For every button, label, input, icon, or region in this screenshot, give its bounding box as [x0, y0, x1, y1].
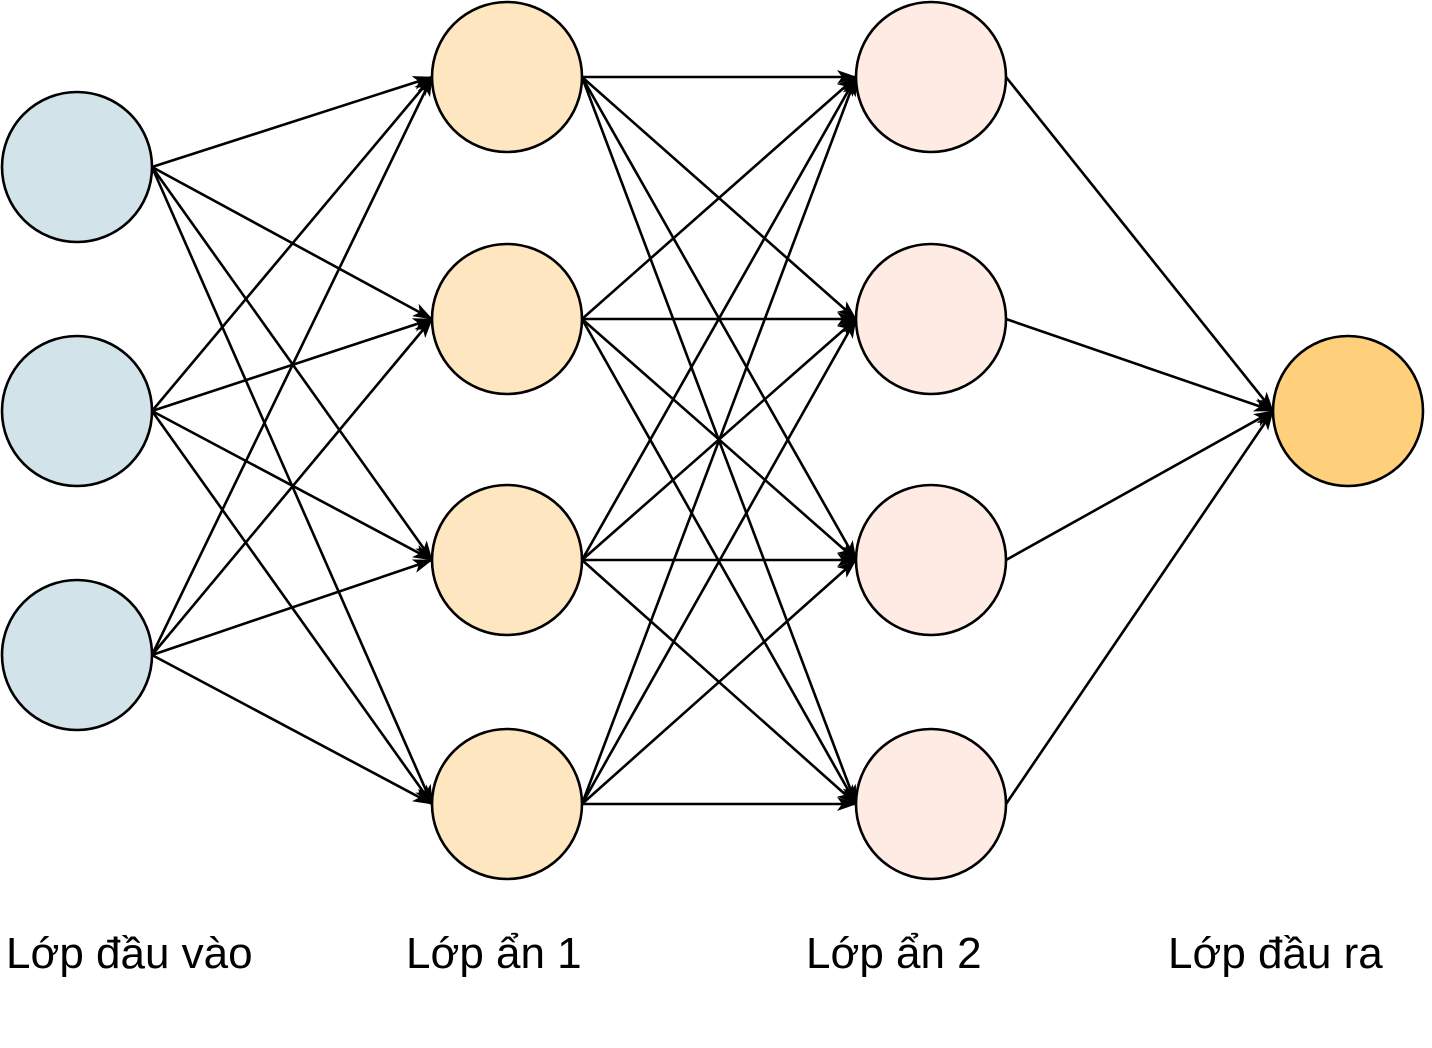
edge-hidden-2-4-to-output-1: [1004, 410, 1275, 805]
layer-label-input: Lớp đầu vào: [6, 929, 253, 978]
edge-hidden-1-4-to-hidden-2-2: [580, 318, 858, 805]
input-node-1: [0, 90, 154, 244]
layer-label-hidden-2: Lớp ẩn 2: [806, 929, 982, 978]
edge-hidden-1-2-to-hidden-2-1: [581, 76, 857, 320]
edge-hidden-1-4-to-hidden-2-3: [581, 559, 857, 805]
input-node-2: [0, 334, 154, 488]
edge-input-3-to-hidden-1-2: [151, 318, 433, 656]
edge-input-3-to-hidden-1-4: [151, 653, 433, 806]
edge-hidden-2-2-to-output-1: [1005, 317, 1274, 413]
edge-input-3-to-hidden-1-3: [151, 558, 433, 657]
edge-hidden-1-3-to-hidden-2-1: [580, 76, 858, 561]
hidden-2-node-4: [854, 727, 1008, 881]
connection-edges: [150, 70, 1275, 811]
layer-label-hidden-1: Lớp ẩn 1: [406, 929, 582, 978]
hidden-2-node-3: [854, 483, 1008, 637]
layer-label-output: Lớp đầu ra: [1168, 929, 1383, 978]
hidden-1-node-3: [430, 483, 584, 637]
edge-hidden-2-1-to-output-1: [1004, 76, 1275, 412]
edge-input-1-to-hidden-1-1: [151, 75, 433, 169]
hidden-1-node-1: [430, 0, 584, 154]
edge-input-3-to-hidden-1-1: [150, 76, 434, 656]
hidden-2-node-2: [854, 242, 1008, 396]
neuron-nodes: [0, 0, 1425, 881]
edge-input-2-to-hidden-1-1: [151, 76, 433, 412]
edge-hidden-1-4-to-hidden-2-1: [580, 76, 858, 805]
hidden-1-node-4: [430, 727, 584, 881]
input-node-3: [0, 578, 154, 732]
hidden-1-node-2: [430, 242, 584, 396]
hidden-2-node-1: [854, 0, 1008, 154]
output-node-1: [1271, 334, 1425, 488]
edge-hidden-2-3-to-output-1: [1005, 409, 1274, 562]
